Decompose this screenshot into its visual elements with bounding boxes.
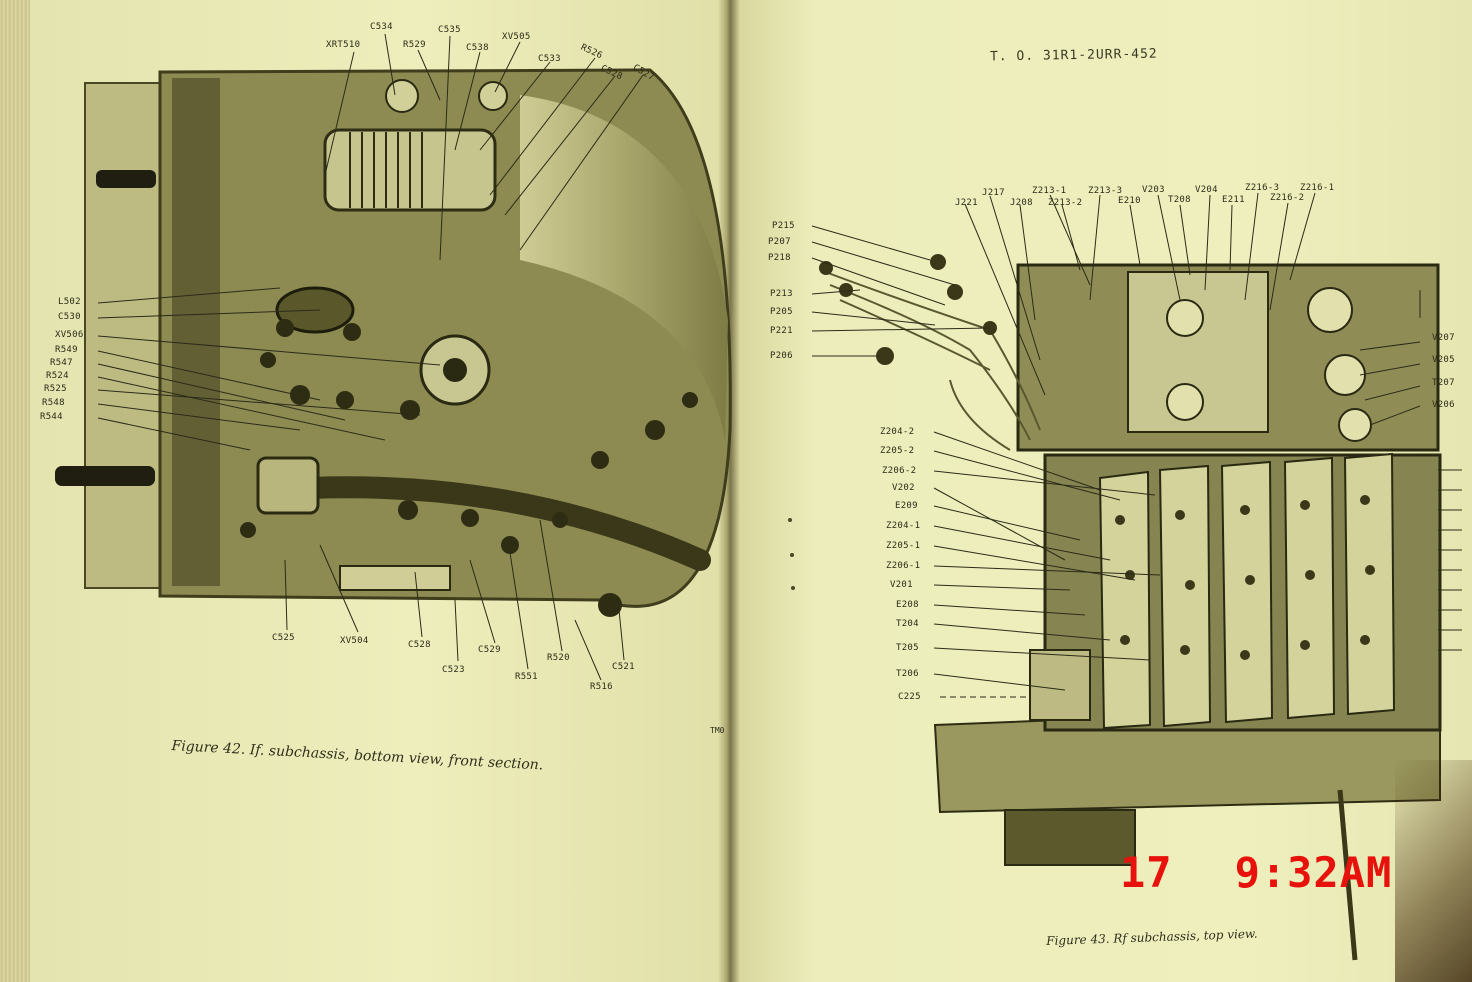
tube-socket-center bbox=[443, 358, 467, 382]
callout-c225: C225 bbox=[898, 692, 921, 702]
figure-43-leader-lines bbox=[811, 192, 1421, 698]
callout-z204-2: Z204-2 bbox=[880, 427, 915, 437]
callout-z206-1: Z206-1 bbox=[886, 561, 921, 571]
callout-z213-3: Z213-3 bbox=[1088, 186, 1123, 196]
camera-timestamp: 17 9:32AM bbox=[1120, 848, 1392, 897]
wire-harness bbox=[299, 476, 711, 571]
callout-t205: T205 bbox=[896, 643, 919, 653]
callout-l502: L502 bbox=[58, 297, 81, 307]
book-gutter-shadow bbox=[718, 0, 740, 982]
callout-c529: C529 bbox=[478, 645, 501, 655]
rf-cables bbox=[819, 269, 1041, 451]
callout-c521: C521 bbox=[612, 662, 635, 672]
callout-v203: V203 bbox=[1142, 185, 1165, 195]
callout-z216-3: Z216-3 bbox=[1245, 183, 1280, 193]
callout-e209: E209 bbox=[895, 501, 918, 511]
callout-r549: R549 bbox=[55, 345, 78, 355]
margin-marks bbox=[788, 518, 795, 590]
rf-gear-block bbox=[1004, 809, 1136, 866]
callout-p206: P206 bbox=[770, 351, 793, 361]
callout-t204: T204 bbox=[896, 619, 919, 629]
callout-v206: V206 bbox=[1432, 400, 1455, 410]
callout-r525: R525 bbox=[44, 384, 67, 394]
callout-j221: J221 bbox=[955, 198, 978, 208]
callout-c528: C528 bbox=[408, 640, 431, 650]
rf-drive-shaft bbox=[1337, 789, 1358, 961]
callout-z216-2: Z216-2 bbox=[1270, 193, 1305, 203]
callout-t206: T206 bbox=[896, 669, 919, 679]
callout-r516: R516 bbox=[590, 682, 613, 692]
callout-c534: C534 bbox=[370, 22, 393, 32]
callout-c523: C523 bbox=[442, 665, 465, 675]
callout-p205: P205 bbox=[770, 307, 793, 317]
coil-fins bbox=[349, 132, 423, 208]
document-number: T. O. 31R1-2URR-452 bbox=[989, 46, 1158, 65]
callout-r548: R548 bbox=[42, 398, 65, 408]
panel-shaft-upper bbox=[96, 170, 156, 188]
callout-c533: C533 bbox=[538, 54, 561, 64]
cropped-right-labels bbox=[1419, 290, 1462, 651]
callout-z216-1: Z216-1 bbox=[1300, 183, 1335, 193]
callout-r544: R544 bbox=[40, 412, 63, 422]
callout-xrt510: XRT510 bbox=[326, 40, 361, 50]
callout-z205-1: Z205-1 bbox=[886, 541, 921, 551]
callout-r524: R524 bbox=[46, 371, 69, 381]
callout-p215: P215 bbox=[772, 221, 795, 231]
callout-e208: E208 bbox=[896, 600, 919, 610]
callout-xv506: XV506 bbox=[55, 330, 84, 340]
transformer-block bbox=[256, 456, 320, 515]
callout-z205-2: Z205-2 bbox=[880, 446, 915, 456]
tube-socket-c533 bbox=[478, 81, 508, 111]
callout-r551: R551 bbox=[515, 672, 538, 682]
callout-p221: P221 bbox=[770, 326, 793, 336]
turret-contacts bbox=[1115, 495, 1375, 660]
callout-v202: V202 bbox=[892, 483, 915, 493]
callout-r547: R547 bbox=[50, 358, 73, 368]
callout-z206-2: Z206-2 bbox=[882, 466, 917, 476]
callout-j217: J217 bbox=[982, 188, 1005, 198]
callout-v204: V204 bbox=[1195, 185, 1218, 195]
callout-z204-1: Z204-1 bbox=[886, 521, 921, 531]
chassis-side-wall bbox=[172, 78, 220, 586]
callout-v205: V205 bbox=[1432, 355, 1455, 365]
callout-xv504: XV504 bbox=[340, 636, 369, 646]
callout-v201: V201 bbox=[890, 580, 913, 590]
timestamp-time: 9:32AM bbox=[1234, 848, 1393, 897]
panel-shaft-lower bbox=[55, 466, 155, 486]
capacitor-c528 bbox=[339, 565, 451, 591]
callout-z213-1: Z213-1 bbox=[1032, 186, 1067, 196]
callout-v207: V207 bbox=[1432, 333, 1455, 343]
figure-42-leader-lines bbox=[97, 33, 644, 681]
callout-c525: C525 bbox=[272, 633, 295, 643]
callout-p218: P218 bbox=[768, 253, 791, 263]
callout-p213: P213 bbox=[770, 289, 793, 299]
callout-t208: T208 bbox=[1168, 195, 1191, 205]
callout-r520: R520 bbox=[547, 653, 570, 663]
callout-c530: C530 bbox=[58, 312, 81, 322]
callout-r529: R529 bbox=[403, 40, 426, 50]
timestamp-day: 17 bbox=[1120, 848, 1173, 897]
rf-trimmer-c225 bbox=[1029, 649, 1091, 721]
callout-j208: J208 bbox=[1010, 198, 1033, 208]
callout-p207: P207 bbox=[768, 237, 791, 247]
photo-shadow-corner bbox=[1395, 760, 1472, 982]
curved-shield bbox=[520, 95, 728, 440]
callout-t207: T207 bbox=[1432, 378, 1455, 388]
tm-number-stub: TM0 bbox=[710, 726, 725, 735]
component-dots bbox=[240, 319, 698, 617]
rf-tube-sockets bbox=[1166, 287, 1372, 442]
callout-c535: C535 bbox=[438, 25, 461, 35]
callout-xv505: XV505 bbox=[502, 32, 531, 42]
callout-e210: E210 bbox=[1118, 196, 1141, 206]
callout-c538: C538 bbox=[466, 43, 489, 53]
turret-strips bbox=[1098, 452, 1396, 730]
callout-z213-2: Z213-2 bbox=[1048, 198, 1083, 208]
callout-e211: E211 bbox=[1222, 195, 1245, 205]
